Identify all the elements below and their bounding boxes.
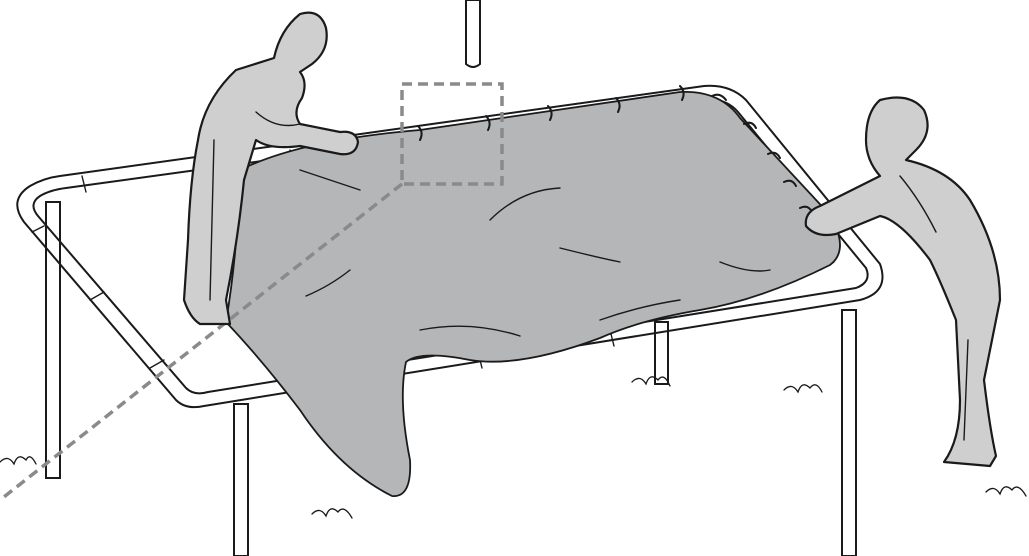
right-person xyxy=(806,98,1000,466)
grass-tufts xyxy=(0,377,1026,518)
center-pole xyxy=(466,0,480,67)
trampoline-mat xyxy=(226,92,840,496)
